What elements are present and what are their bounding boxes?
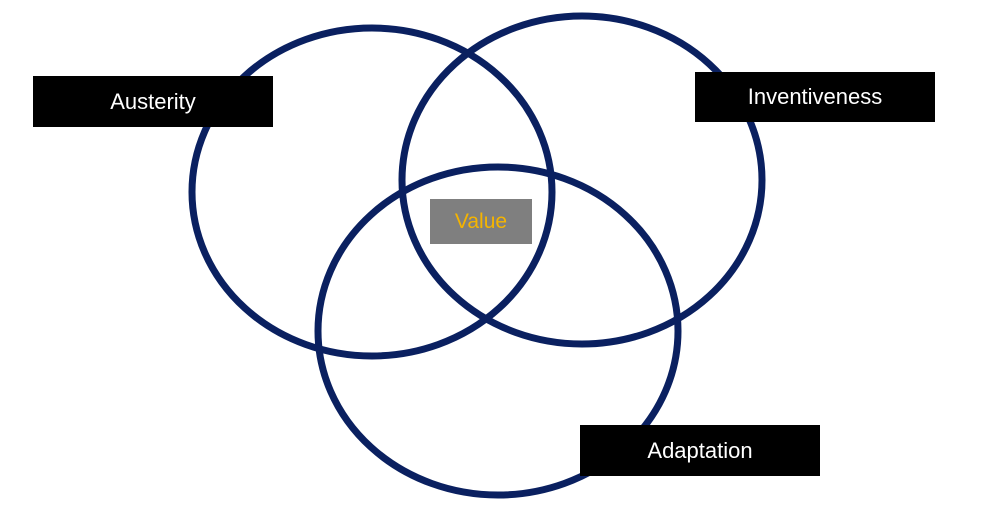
label-adaptation: Adaptation [580, 425, 820, 476]
label-austerity: Austerity [33, 76, 273, 127]
label-inventiveness: Inventiveness [695, 72, 935, 122]
label-value-intersection: Value [430, 199, 532, 244]
circle-inventiveness [398, 12, 766, 348]
circle-austerity [188, 24, 556, 360]
circle-adaptation [314, 163, 682, 499]
